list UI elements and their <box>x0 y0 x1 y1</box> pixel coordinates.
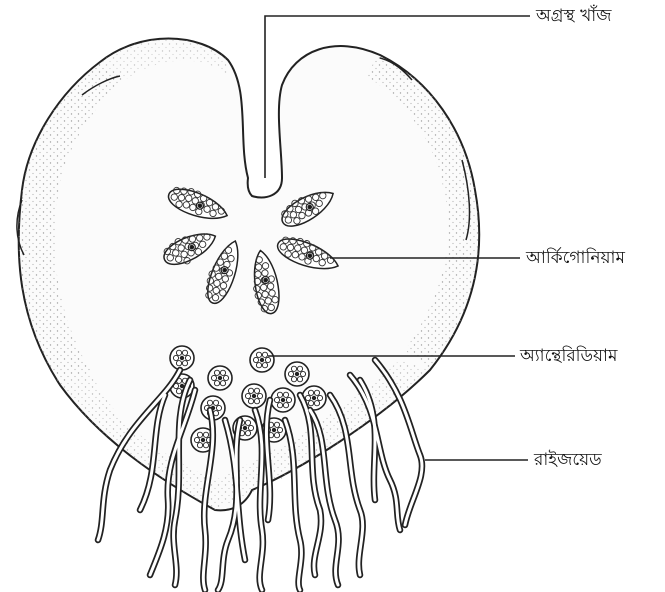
antheridium-7 <box>242 384 266 408</box>
antheridium-5 <box>285 362 309 386</box>
antheridium-1 <box>170 346 194 370</box>
antheridium-3 <box>208 366 232 390</box>
label-apical-notch: অগ্রস্থ খাঁজ <box>536 6 611 26</box>
label-antheridium: অ্যান্থেরিডিয়াম <box>520 346 617 366</box>
label-archegonium: আর্কিগোনিয়াম <box>526 248 625 268</box>
antheridium-8 <box>271 388 295 412</box>
antheridium-4 <box>250 348 274 372</box>
label-rhizoid: রাইজয়েড <box>534 450 602 470</box>
